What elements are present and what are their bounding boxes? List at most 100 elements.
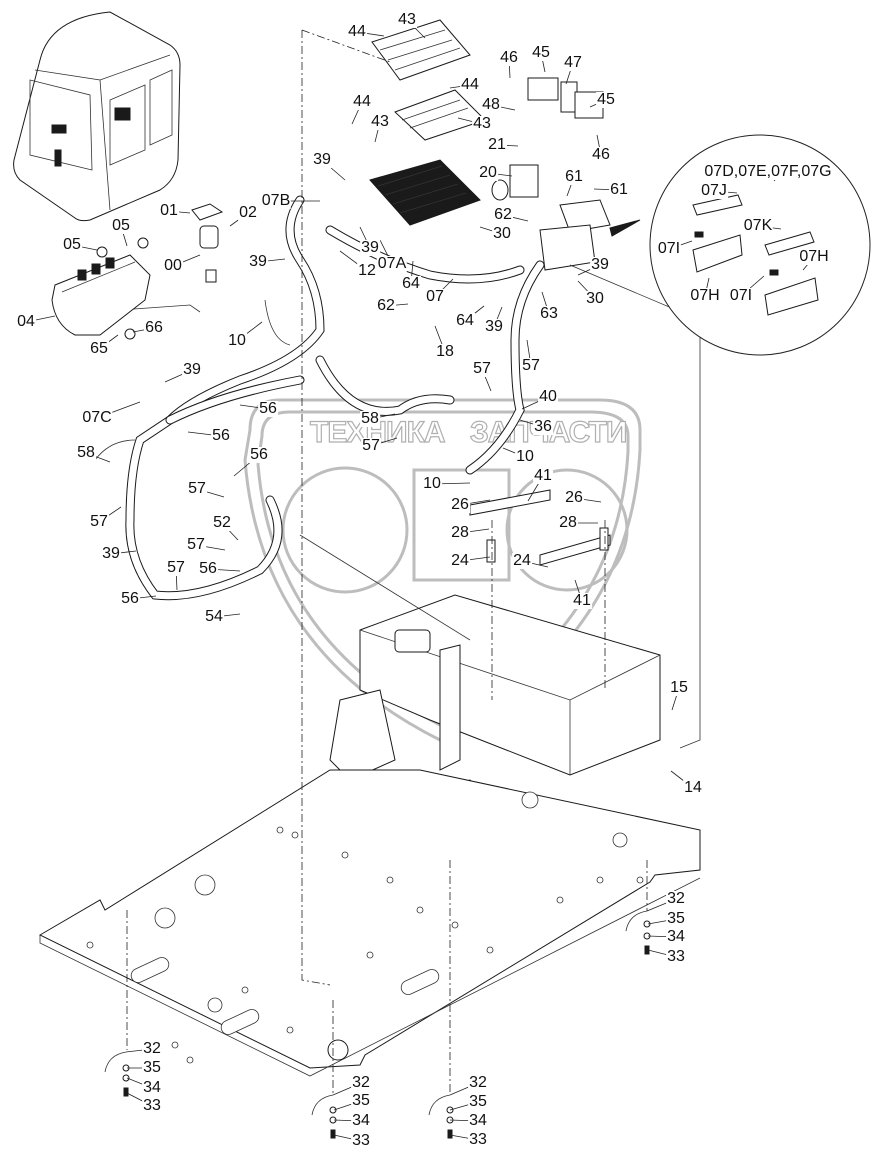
part-label-33: 33 [142, 1097, 162, 1114]
watermark-shield [243, 398, 642, 742]
part-label-41: 41 [572, 592, 592, 609]
ground-strap-2 [311, 1094, 337, 1139]
part-label-26: 26 [450, 496, 470, 513]
part-label-35: 35 [666, 910, 686, 927]
part-label-35: 35 [142, 1059, 162, 1076]
part-label-41: 41 [533, 467, 553, 484]
ground-strap-1 [104, 1051, 130, 1097]
part-label-46: 46 [499, 49, 519, 66]
detail-part-label-07H: 07H [798, 248, 830, 265]
part-label-05: 05 [62, 236, 82, 253]
part-label-33: 33 [468, 1131, 488, 1148]
mount-brackets [469, 489, 611, 566]
part-label-35: 35 [351, 1092, 371, 1109]
part-label-18: 18 [435, 343, 455, 360]
part-label-36: 36 [533, 418, 553, 435]
part-label-44: 44 [460, 76, 480, 93]
part-label-44: 44 [352, 93, 372, 110]
part-label-30: 30 [492, 225, 512, 242]
ground-strap-4 [625, 910, 651, 955]
part-label-00: 00 [163, 257, 183, 274]
part-label-32: 32 [351, 1074, 371, 1091]
switch-panel [51, 237, 151, 340]
part-label-34: 34 [142, 1079, 162, 1096]
part-label-46: 46 [591, 146, 611, 163]
part-label-28: 28 [450, 524, 470, 541]
part-label-45: 45 [596, 91, 616, 108]
part-label-33: 33 [351, 1132, 371, 1149]
connector-07h-left [692, 234, 743, 273]
part-label-02: 02 [238, 204, 258, 221]
relay-bank-upper [371, 19, 471, 81]
part-label-40: 40 [538, 388, 558, 405]
relay-bank-middle [394, 89, 486, 141]
part-label-39: 39 [484, 318, 504, 335]
part-label-56: 56 [198, 560, 218, 577]
part-label-64: 64 [401, 275, 421, 292]
part-label-45: 45 [531, 44, 551, 61]
part-label-57: 57 [521, 357, 541, 374]
connector-07k [764, 231, 815, 256]
part-label-15: 15 [669, 679, 689, 696]
part-label-47: 47 [563, 54, 583, 71]
part-label-07: 07 [425, 288, 445, 305]
part-label-56: 56 [211, 427, 231, 444]
part-label-58: 58 [360, 410, 380, 427]
part-label-34: 34 [351, 1112, 371, 1129]
part-label-65: 65 [89, 340, 109, 357]
part-label-66: 66 [144, 319, 164, 336]
part-label-32: 32 [666, 890, 686, 907]
part-label-05: 05 [111, 217, 131, 234]
part-label-35: 35 [468, 1093, 488, 1110]
part-label-57: 57 [186, 536, 206, 553]
part-label-21: 21 [487, 136, 507, 153]
part-label-57: 57 [472, 360, 492, 377]
part-label-39: 39 [312, 151, 332, 168]
part-label-30: 30 [585, 290, 605, 307]
timer-unit [491, 164, 539, 201]
key-switch [191, 203, 224, 283]
part-label-07C: 07C [81, 409, 113, 426]
detail-part-label-07I: 07I [656, 240, 682, 257]
part-label-39: 39 [101, 545, 121, 562]
floor-plate [38, 769, 701, 1077]
part-label-62: 62 [376, 297, 396, 314]
part-label-62: 62 [493, 206, 513, 223]
part-label-56: 56 [258, 400, 278, 417]
cab-overview [13, 11, 181, 222]
part-label-43: 43 [370, 113, 390, 130]
assembly-lines [126, 29, 701, 1095]
part-label-39: 39 [360, 239, 380, 256]
part-label-57: 57 [166, 559, 186, 576]
part-label-10: 10 [422, 475, 442, 492]
part-label-34: 34 [666, 928, 686, 945]
part-label-07A: 07A [376, 255, 408, 272]
part-label-34: 34 [468, 1112, 488, 1129]
part-label-44: 44 [347, 23, 367, 40]
part-label-24: 24 [450, 552, 470, 569]
relay-pair [527, 77, 604, 119]
watermark-logo [281, 466, 629, 594]
part-label-39: 39 [182, 361, 202, 378]
part-label-57: 57 [361, 437, 381, 454]
part-label-54: 54 [204, 608, 224, 625]
detail-part-label-07J: 07J [700, 182, 728, 199]
part-label-14: 14 [683, 779, 703, 796]
part-label-26: 26 [564, 489, 584, 506]
part-label-57: 57 [187, 480, 207, 497]
part-label-32: 32 [468, 1074, 488, 1091]
part-label-43: 43 [472, 115, 492, 132]
part-label-56: 56 [120, 590, 140, 607]
part-label-10: 10 [515, 448, 535, 465]
ground-strap-3 [428, 1094, 454, 1139]
detail-part-label-07I: 07I [728, 287, 754, 304]
fuse-block-main [369, 159, 481, 226]
part-label-61: 61 [609, 181, 629, 198]
connector-07h-right [764, 277, 819, 316]
part-label-32: 32 [142, 1040, 162, 1057]
part-label-64: 64 [455, 312, 475, 329]
part-label-12: 12 [357, 262, 377, 279]
part-label-24: 24 [512, 552, 532, 569]
part-label-01: 01 [159, 202, 179, 219]
